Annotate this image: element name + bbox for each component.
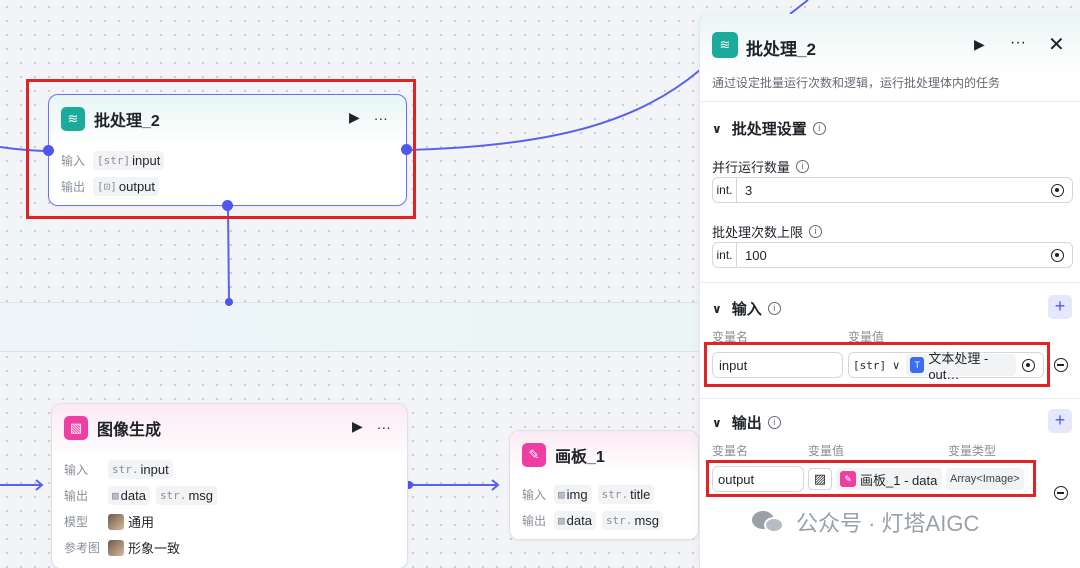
input-var-name-field[interactable]: input [712,352,843,378]
highlight-box [706,460,1036,497]
variable-chip: ▨data [108,486,150,505]
add-input-button[interactable]: + [1048,295,1072,319]
thumbnail-icon [108,513,124,530]
node-row: 输出 ▨data str.msg [522,511,669,530]
output-label: 输出 [61,180,86,194]
canvas-node[interactable]: ✎ 画板_1 输入 ▨img str.title 输出 ▨data str.msg [509,430,699,540]
more-icon[interactable]: ··· [373,109,388,126]
variable-ref-icon[interactable] [1051,183,1064,197]
input-chip: [str]input [93,151,165,170]
board-icon: ✎ [840,471,856,487]
run-icon[interactable]: ▶ [352,418,363,434]
image-generation-node[interactable]: ▧ 图像生成 ▶ ··· 输入 str.input 输出 ▨data str.msg 模型… [51,403,408,568]
node-row: 输出 ▨data str.msg [64,486,223,505]
input-section-header[interactable]: ∨ 输入 i [712,298,781,319]
row-label: 输入 [64,463,89,477]
remove-output-icon[interactable] [1054,486,1068,500]
row-label: 模型 [64,515,89,529]
row-label: 输出 [522,514,547,528]
settings-section-header[interactable]: ∨ 批处理设置 i [712,118,826,139]
output-type-badge[interactable]: Array<Image> [946,468,1024,490]
remove-input-icon[interactable] [1054,358,1068,372]
variable-chip: 形象一致 [108,538,180,557]
variable-chip: ▨img [554,485,592,504]
row-label: 输出 [64,489,89,503]
divider [700,101,1080,102]
info-icon: i [812,122,826,135]
var-value-header: 变量值 [808,444,845,458]
board-icon: ✎ [522,443,546,467]
variable-chip: str.title [597,485,655,504]
highlight-box [704,342,1050,387]
run-icon[interactable]: ▶ [349,109,360,125]
node-row: 模型 通用 [64,512,160,531]
output-section-header[interactable]: ∨ 输出 i [712,412,781,433]
output-var-value-field[interactable]: ▨ ✎ 画板_1 - data [808,466,942,492]
var-type-header: 变量类型 [948,444,997,458]
input-var-value-field[interactable]: [str] ∨ T 文本处理 - out… [848,351,1044,382]
chevron-down-icon[interactable]: ∨ [892,359,901,372]
row-label: 参考图 [64,541,101,555]
thumbnail-icon [108,539,124,556]
layers-icon: ≋ [712,32,738,58]
add-output-button[interactable]: + [1048,409,1072,433]
divider [700,282,1080,283]
watermark: 公众号 · 灯塔AIGC [752,506,979,538]
output-var-name-field[interactable]: output [712,466,804,492]
type-icon: [str] [853,358,887,372]
node-title: 批处理_2 [94,113,160,130]
node-row: 输入 ▨img str.title [522,485,660,504]
run-icon[interactable]: ▶ [974,36,985,52]
variable-chip: 通用 [108,512,154,531]
node-row: 参考图形象一致 [64,538,186,557]
layers-icon: ≋ [61,107,85,131]
chevron-down-icon: ∨ [712,121,722,136]
more-icon[interactable]: ··· [1010,34,1026,51]
var-name-header: 变量名 [712,444,749,458]
info-icon: i [796,160,810,173]
variable-chip: str.msg [601,511,663,530]
variable-reference-chip: T 文本处理 - out… [906,351,1016,382]
node-title: 画板_1 [555,449,605,466]
variable-reference-chip: ✎ 画板_1 - data [836,468,942,490]
more-icon[interactable]: ··· [376,418,391,435]
panel-title: 批处理_2 [746,40,816,59]
chevron-down-icon: ∨ [712,415,722,430]
wechat-icon [752,509,786,535]
image-type-icon: ▨ [808,468,832,490]
row-label: 输入 [522,488,547,502]
info-icon: i [767,302,781,315]
image-icon: ▧ [64,416,88,440]
close-icon[interactable]: ✕ [1048,34,1065,56]
variable-chip: str.msg [155,486,217,505]
variable-chip: str.input [108,460,173,479]
info-icon: i [767,416,781,429]
batch-input-port[interactable] [43,145,54,156]
node-config-panel: ≋ 批处理_2 ▶ ··· ✕ 通过设定批量运行次数和逻辑，运行批处理体内的任务… [699,14,1080,568]
batch-body-port[interactable] [222,200,233,211]
info-icon: i [809,225,823,238]
var-name-header: 变量名 [712,330,749,344]
variable-ref-icon[interactable] [1022,358,1035,372]
input-label: 输入 [61,154,86,168]
variable-ref-icon[interactable] [1051,248,1064,262]
batch-node[interactable]: ≋ 批处理_2 ▶ ··· 输入 [str]input 输出 [⊡]output [48,94,407,206]
text-process-icon: T [910,357,925,373]
node-title: 图像生成 [97,422,162,439]
batch-output-port[interactable] [401,144,412,155]
batch-body-area [0,302,700,352]
node-row: 输入 str.input [64,460,179,479]
divider [700,398,1080,399]
var-value-header: 变量值 [848,330,885,344]
limit-input[interactable]: int. 100 [712,242,1073,268]
variable-chip: ▨data [554,511,596,530]
highlight-box [26,79,416,219]
chevron-down-icon: ∨ [712,301,722,316]
parallel-input[interactable]: int. 3 [712,177,1073,203]
output-chip: [⊡]output [93,177,160,196]
panel-description: 通过设定批量运行次数和逻辑，运行批处理体内的任务 [712,76,1001,90]
